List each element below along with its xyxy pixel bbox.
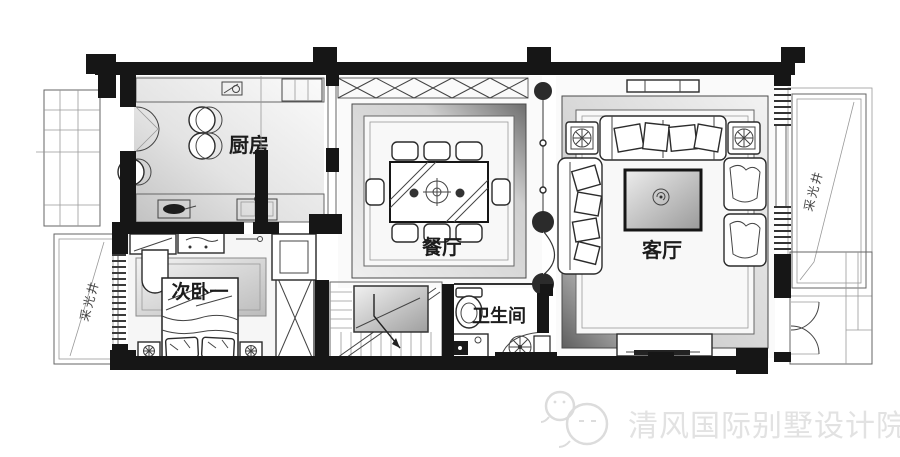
living-room: 客厅: [557, 79, 769, 357]
pillow: [200, 336, 236, 360]
toilet: [455, 287, 483, 329]
dining-window-lattice: [337, 77, 529, 99]
coffee-table: [623, 168, 703, 232]
wardrobe: [275, 273, 315, 363]
exit-double-door: [790, 301, 820, 355]
lightwell-left-label: 采光井: [77, 279, 101, 323]
dining-table: [389, 161, 489, 223]
partition-columns: [532, 82, 556, 363]
round-column: [532, 211, 554, 233]
side-table-right: [727, 121, 761, 155]
wechat-icon: [540, 390, 609, 448]
watermark-text: 清风国际别墅设计院: [628, 409, 900, 444]
staircase: [329, 281, 443, 363]
lightwell-right: 采光井: [787, 87, 873, 297]
living-label: 客厅: [641, 238, 682, 262]
pillow: [164, 336, 200, 360]
sofa-main: [599, 115, 727, 161]
bathroom-label: 卫生间: [472, 305, 526, 327]
entry-double-door: [135, 106, 160, 152]
bed: [161, 277, 239, 363]
console-cabinet: [626, 79, 700, 93]
kitchen-floor: [134, 76, 324, 222]
sofa-chaise-left: [557, 157, 603, 275]
door-leaf: [542, 230, 556, 276]
bedroom-desk: [129, 232, 263, 255]
bedroom-label: 次卧一: [171, 280, 228, 303]
armchair-right-1: [723, 157, 767, 211]
terrace-bottom-right: [789, 251, 873, 365]
dining-chairs: [365, 141, 511, 243]
stair-direction-arrow: [373, 294, 401, 349]
lightwell-right-label: 采光井: [801, 169, 825, 213]
walls: [86, 47, 820, 374]
dining-label: 餐厅: [422, 235, 462, 259]
side-table-left: [565, 121, 599, 155]
column: [527, 47, 551, 63]
left-platform-grid: [36, 89, 101, 227]
dining-room: 餐厅: [337, 77, 529, 279]
watermark: 清风国际别墅设计院: [540, 390, 900, 448]
column: [781, 47, 805, 63]
table-bowl: [455, 188, 465, 198]
table-bowl: [409, 188, 419, 198]
closet-shaft: [271, 233, 317, 281]
bedroom: 次卧一: [129, 232, 317, 363]
armchair-right-2: [723, 213, 767, 267]
round-column: [534, 82, 552, 100]
stair-landing: [353, 285, 429, 333]
column: [313, 47, 337, 63]
bathroom: 卫生间: [445, 283, 545, 362]
lightwell-left: 采光井: [53, 233, 119, 365]
